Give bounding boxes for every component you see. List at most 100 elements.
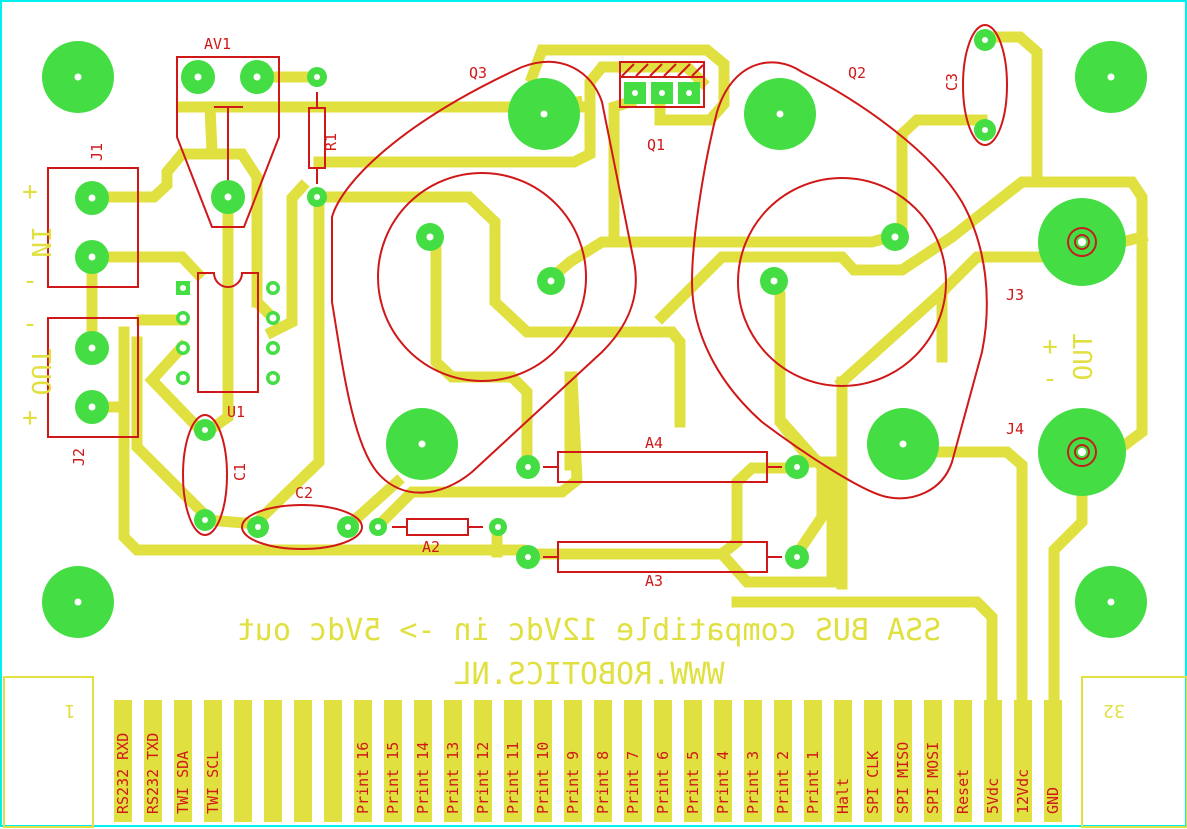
finger-pad [414, 700, 432, 822]
trace [542, 230, 897, 287]
mounting-hole [1075, 566, 1147, 638]
finger-label: SPI MISO [894, 742, 912, 814]
q1-outline [619, 61, 705, 108]
finger-pad [534, 700, 552, 822]
pad [75, 240, 109, 274]
out-label-right: OUT [1069, 333, 1099, 380]
pad [369, 518, 387, 536]
finger-pad [234, 700, 252, 822]
label-j4: J4 [1006, 420, 1024, 438]
finger-pad [594, 700, 612, 822]
connector-finger: SPI CLK [864, 700, 882, 822]
label-c2: C2 [295, 484, 313, 502]
trace [204, 101, 218, 158]
connector-finger: Reset [954, 700, 972, 822]
finger-pad [1014, 700, 1032, 822]
c1-outline [182, 414, 228, 536]
connector-finger: Print 12 [474, 700, 492, 822]
connector-key-right [1081, 676, 1187, 828]
pin-32-label: 32 [1103, 700, 1125, 721]
label-a4: A4 [645, 434, 663, 452]
connector-finger [234, 700, 252, 822]
u1-pin [176, 311, 190, 325]
q1-pad [651, 82, 673, 104]
pad [307, 67, 327, 87]
connector-finger [324, 700, 342, 822]
pad [211, 180, 245, 214]
connector-finger: Print 15 [384, 700, 402, 822]
label-c1: C1 [231, 463, 249, 481]
q2-outline [690, 61, 988, 500]
finger-label: SPI MOSI [924, 742, 942, 814]
finger-pad [654, 700, 672, 822]
pad [240, 60, 274, 94]
finger-pad [294, 700, 312, 822]
connector-finger: Print 11 [504, 700, 522, 822]
label-q1: Q1 [647, 136, 665, 154]
finger-pad [504, 700, 522, 822]
label-q3: Q3 [469, 64, 487, 82]
finger-pad [834, 700, 852, 822]
pad [760, 267, 788, 295]
pad [386, 408, 458, 480]
finger-pad [684, 700, 702, 822]
j3-pad [1038, 198, 1126, 286]
pads [42, 29, 1147, 638]
label-j3: J3 [1006, 286, 1024, 304]
finger-pad [924, 700, 942, 822]
trace [524, 44, 730, 126]
q3-case [377, 172, 587, 382]
pad [194, 509, 216, 531]
in-label: IN [25, 226, 55, 257]
connector-finger: GND [1044, 700, 1062, 822]
finger-label: Print 6 [654, 751, 672, 814]
connector-finger: Print 1 [804, 700, 822, 822]
pad [307, 187, 327, 207]
connector-finger: Print 16 [354, 700, 372, 822]
pad [785, 455, 809, 479]
connector-finger: Print 14 [414, 700, 432, 822]
trace [714, 546, 848, 588]
connector-finger: RS232 RXD [114, 700, 132, 822]
label-a3: A3 [645, 572, 663, 590]
connector-finger: 5Vdc [984, 700, 1002, 822]
connector-finger: Print 8 [594, 700, 612, 822]
minus-sign-in: - [22, 266, 38, 296]
finger-label: Print 9 [564, 751, 582, 814]
finger-label: 12Vdc [1014, 769, 1032, 814]
finger-pad [744, 700, 762, 822]
finger-pad [354, 700, 372, 822]
mounting-hole [1075, 41, 1147, 113]
finger-label: Print 15 [384, 742, 402, 814]
finger-label: Print 1 [804, 751, 822, 814]
j4-pad [1038, 408, 1126, 496]
finger-label: Reset [954, 769, 972, 814]
finger-label: Print 8 [594, 751, 612, 814]
finger-pad [264, 700, 282, 822]
finger-label: TWI SCL [204, 751, 222, 814]
finger-pad [954, 700, 972, 822]
trace [144, 339, 210, 440]
finger-label: Print 10 [534, 742, 552, 814]
finger-label: Print 11 [504, 742, 522, 814]
finger-label: Print 5 [684, 751, 702, 814]
trace [86, 251, 206, 282]
u1-pin [266, 311, 280, 325]
trace [936, 251, 1088, 363]
board-title: SSA BUS compatible 12Vdc in -> 5Vdc out … [237, 613, 941, 692]
u1-pin [266, 281, 280, 295]
ref-designators: AV1 R1 J1 J2 U1 C1 C2 C3 A2 A3 A4 Q1 Q2 … [70, 35, 1024, 590]
finger-pad [444, 700, 462, 822]
connector-finger: Print 9 [564, 700, 582, 822]
pad [416, 223, 444, 251]
minus-sign-out-right: - [1042, 364, 1058, 394]
pad [181, 60, 215, 94]
pad [785, 545, 809, 569]
connector-finger: Print 4 [714, 700, 732, 822]
connector-key-left [3, 676, 94, 828]
q1-pad [624, 82, 646, 104]
finger-label: RS232 TXD [144, 733, 162, 814]
